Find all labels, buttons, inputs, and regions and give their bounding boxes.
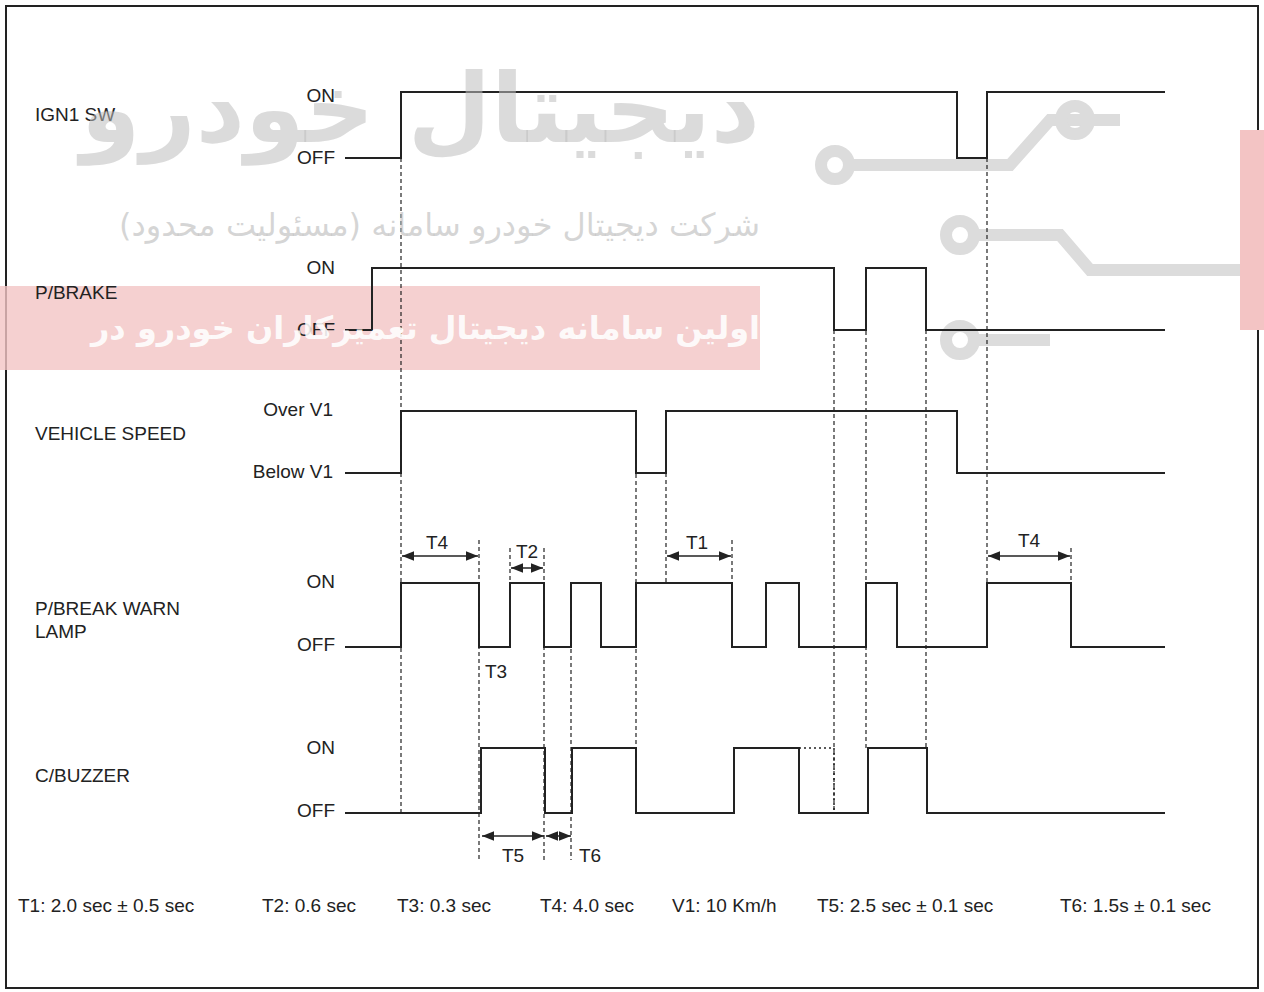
- timing-note: V1: 10 Km/h: [672, 895, 777, 918]
- duration-arrow: [546, 835, 571, 837]
- level-label: ON: [307, 257, 336, 280]
- signal-name: P/BRAKE: [35, 282, 117, 305]
- timing-note: T2: 0.6 sec: [262, 895, 356, 918]
- watermark-car: [1240, 130, 1264, 330]
- time-label: T4: [426, 532, 448, 555]
- signal-name: C/BUZZER: [35, 765, 130, 788]
- time-label: T4: [1018, 530, 1040, 553]
- timing-note: T6: 1.5s ± 0.1 sec: [1060, 895, 1211, 918]
- timing-note: T4: 4.0 sec: [540, 895, 634, 918]
- level-label: ON: [307, 571, 336, 594]
- duration-arrow: [482, 835, 544, 837]
- level-label: OFF: [297, 634, 335, 657]
- guide-line: [925, 330, 926, 748]
- watermark: شرکت دیجیتال خودرو سامانه (مسئولیت محدود…: [119, 206, 760, 244]
- duration-arrow: [667, 555, 731, 557]
- signal-waveform: [345, 411, 1165, 473]
- guide-line: [635, 411, 636, 813]
- guide-line: [865, 268, 866, 748]
- guide-line: [833, 330, 834, 813]
- time-label: T5: [502, 845, 524, 868]
- frame: [6, 6, 1258, 988]
- time-label: T2: [516, 541, 538, 564]
- time-label: T3: [485, 661, 507, 684]
- signal-name: P/BREAK WARN LAMP: [35, 598, 185, 644]
- guide-line: [986, 158, 987, 583]
- buzzer-dotted: [799, 748, 834, 813]
- level-label: Below V1: [253, 461, 333, 484]
- guide-line: [1070, 548, 1071, 583]
- timing-guides: [401, 158, 1071, 860]
- guide-line: [478, 540, 479, 860]
- signal-waveform: [345, 583, 1165, 647]
- time-label: T1: [686, 532, 708, 555]
- timing-note: T3: 0.3 sec: [397, 895, 491, 918]
- watermark-logo: [821, 106, 1240, 354]
- timing-note: T5: 2.5 sec ± 0.1 sec: [817, 895, 993, 918]
- time-label: T6: [579, 845, 601, 868]
- duration-arrow: [988, 555, 1070, 557]
- timing-note: T1: 2.0 sec ± 0.5 sec: [18, 895, 194, 918]
- duration-arrows: [402, 556, 1070, 836]
- guide-line: [509, 548, 510, 583]
- guide-line: [400, 158, 401, 813]
- level-label: OFF: [297, 800, 335, 823]
- signal-name: VEHICLE SPEED: [35, 423, 186, 446]
- level-label: Over V1: [263, 399, 333, 422]
- signal-waveform: [345, 748, 1165, 813]
- duration-arrow: [402, 555, 478, 557]
- waveforms: [345, 92, 1165, 813]
- guide-line: [543, 548, 544, 860]
- watermark: اولین سامانه دیجیتال تعمیرکاران خودرو در: [91, 309, 760, 347]
- guide-line: [570, 600, 571, 860]
- watermark: دیجیتال خودرو: [81, 52, 760, 167]
- guide-line: [731, 540, 732, 583]
- level-label: ON: [307, 737, 336, 760]
- guide-line: [665, 473, 666, 583]
- duration-arrow: [511, 567, 543, 569]
